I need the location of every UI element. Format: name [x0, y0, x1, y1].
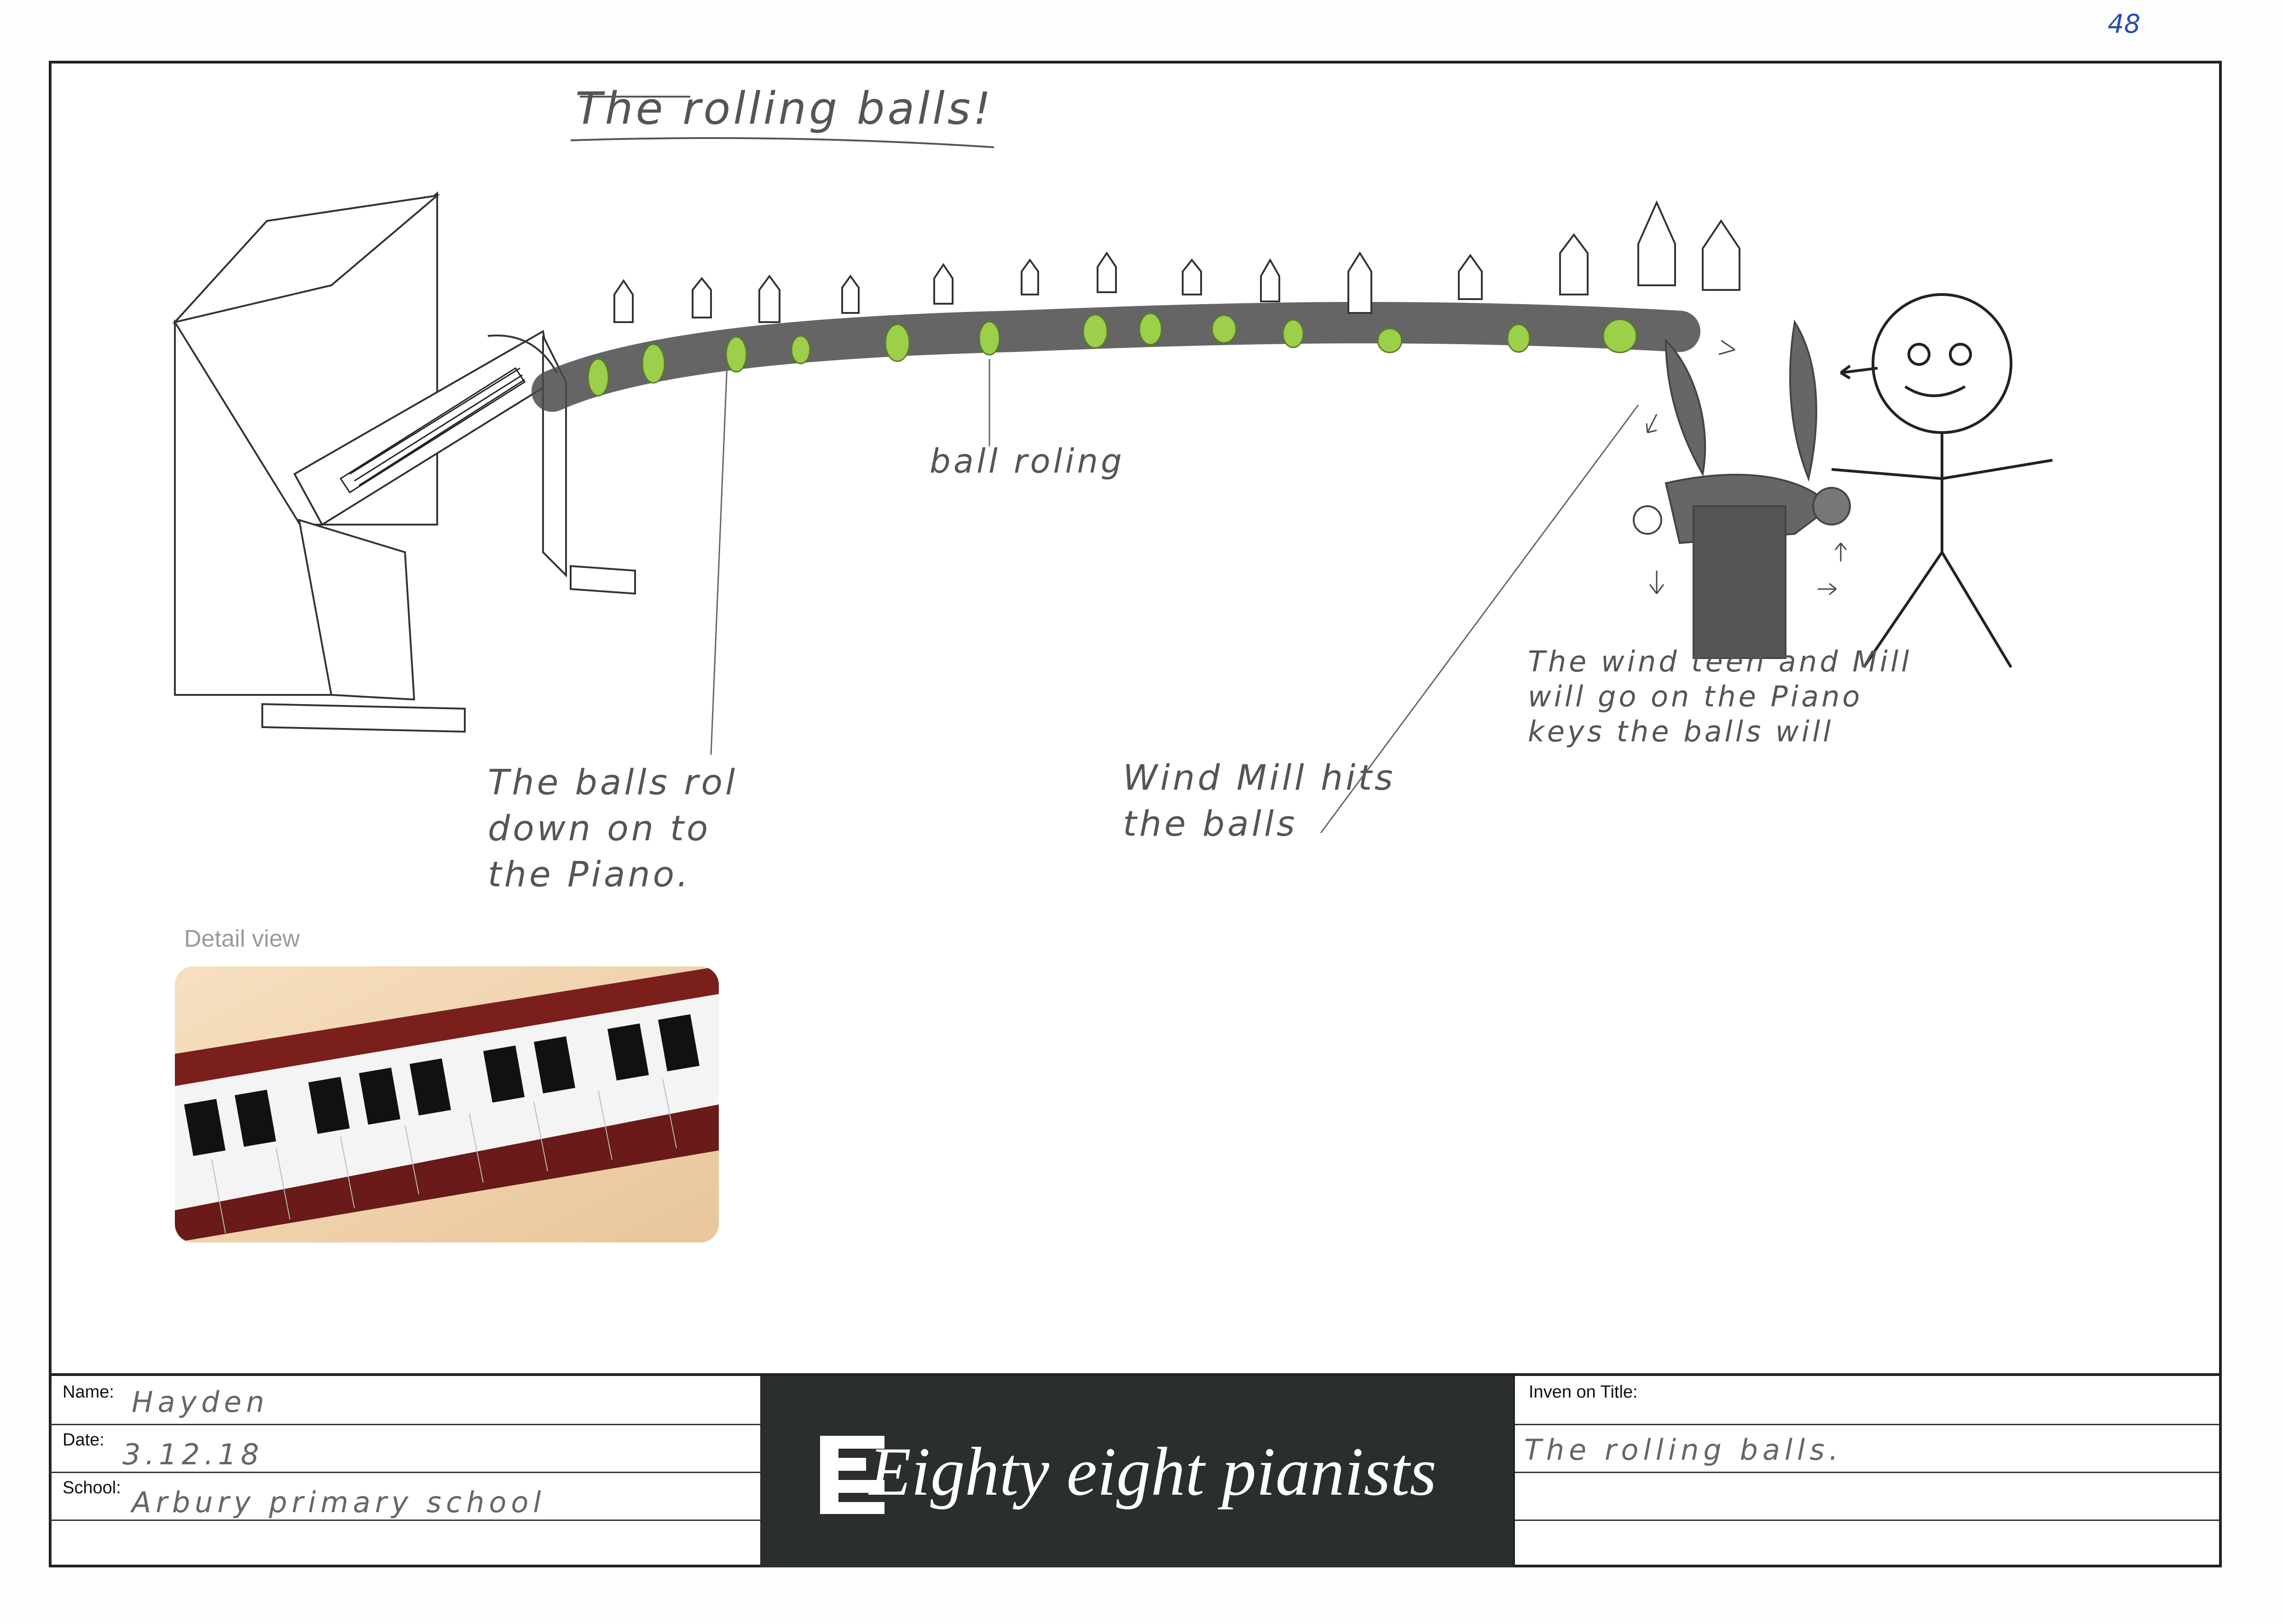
- windmill-arrows: [1646, 340, 1847, 595]
- invention-value-row: The rolling balls.: [1515, 1424, 2219, 1473]
- page-number: 48: [2108, 9, 2141, 39]
- annotation-leaders: [710, 359, 1639, 833]
- title-block: Name: Hayden Date: 3.12.18 School: Arbur…: [49, 1373, 2222, 1567]
- drawing-title: The rolling balls!: [575, 83, 994, 134]
- piano-keys-closeup: [175, 966, 719, 1243]
- date-label: Date:: [63, 1430, 104, 1450]
- track-pegs: [613, 200, 1740, 323]
- name-value: Hayden: [132, 1385, 269, 1419]
- annotation-windmill-hits: Wind Mill hits the balls: [1123, 757, 1396, 844]
- piano-keys: [339, 367, 526, 494]
- invention-title-value: The rolling balls.: [1524, 1433, 1843, 1467]
- windmill-drawing: [1633, 319, 1851, 659]
- annotation-wind-note: The wind teen and Mill will go on the Pi…: [1528, 645, 1912, 748]
- green-balls: [587, 312, 1637, 397]
- title-underline: [570, 96, 994, 148]
- invention-title-label: Inven on Title:: [1529, 1382, 1638, 1402]
- school-label: School:: [63, 1478, 121, 1497]
- date-value: 3.12.18: [122, 1438, 264, 1471]
- invention-blank-row: [1515, 1472, 2219, 1521]
- annotation-ball-rolling: ball roling: [930, 442, 1125, 480]
- brand-name: Eighty eight pianists: [869, 1433, 1437, 1510]
- detail-view-image: [175, 966, 719, 1243]
- ball-track: [532, 302, 1700, 412]
- brand-panel: Eighty eight pianists: [760, 1376, 1515, 1567]
- invention-title-row: Inven on Title:: [1515, 1376, 2219, 1425]
- stick-figure-drawing: [1831, 293, 2053, 668]
- title-block-invention: Inven on Title: The rolling balls.: [1515, 1376, 2219, 1567]
- title-block-info: Name: Hayden Date: 3.12.18 School: Arbur…: [49, 1376, 762, 1567]
- name-label: Name:: [63, 1382, 114, 1402]
- school-row: School: Arbury primary school: [49, 1472, 760, 1521]
- detail-view-caption: Detail view: [184, 925, 300, 952]
- school-value: Arbury primary school: [132, 1485, 546, 1519]
- date-row: Date: 3.12.18: [49, 1424, 760, 1473]
- piano-drawing: [172, 191, 636, 733]
- brand-logo-mark: [820, 1436, 884, 1514]
- name-row: Name: Hayden: [49, 1376, 760, 1425]
- annotation-balls-roll-down: The balls rol down on to the Piano.: [488, 762, 738, 895]
